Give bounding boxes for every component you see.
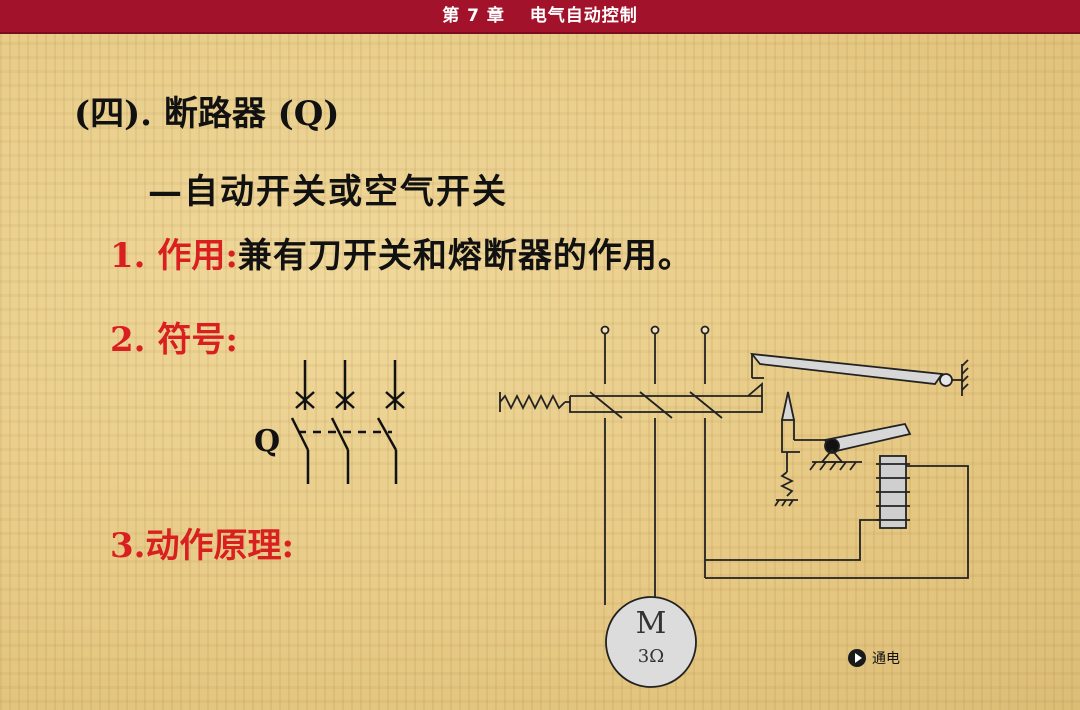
power-on-label: 通电 (872, 651, 900, 667)
symbol-q-label: Q (254, 424, 281, 459)
item-function-label: 1. 作用: (110, 236, 238, 276)
item-function: 1. 作用:兼有刀开关和熔断器的作用。 (110, 228, 693, 277)
item-symbol-label: 2. 符号: (110, 320, 238, 360)
section-title: (四). 断路器 (Q) (74, 94, 340, 134)
chapter-header: 第 7 章 电气自动控制 (0, 0, 1080, 34)
section-subtitle: —自动开关或空气开关 (148, 172, 508, 212)
motor-label: M (635, 606, 667, 641)
play-icon (848, 649, 866, 667)
motor-sub-label: 3Ω (637, 646, 665, 667)
power-on-button[interactable]: 通电 (848, 648, 900, 668)
item-principle-label: 3.动作原理: (110, 526, 295, 566)
item-function-text: 兼有刀开关和熔断器的作用。 (237, 236, 693, 276)
